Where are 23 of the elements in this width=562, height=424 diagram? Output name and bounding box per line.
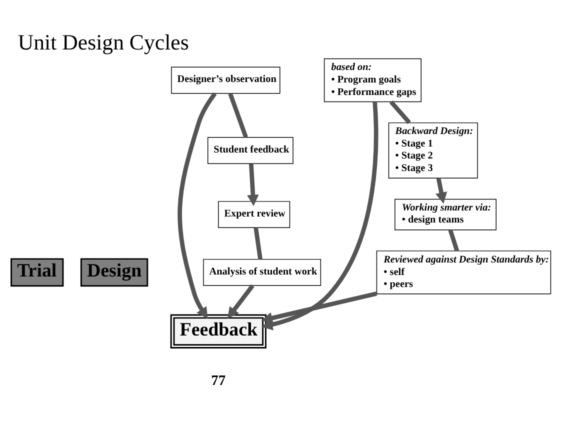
node-box: Backward Design: • Stage 1 • Stage 2 • Stage 3 [388, 122, 478, 179]
connector [228, 92, 248, 138]
node-box: Reviewed against Design Standards by: • self • peers [376, 250, 552, 294]
diagram-title: Unit Design Cycles [18, 30, 189, 54]
connector [448, 229, 460, 252]
arrow [436, 178, 448, 204]
node-box: Design [80, 258, 148, 287]
node-box: Expert review [218, 201, 290, 228]
node-box: Designer’s observation [171, 66, 280, 94]
node-box: based on: • Program goals • Performance gaps [324, 58, 422, 102]
node-box: Trial [10, 258, 64, 287]
arrow [261, 102, 378, 330]
node-box: Student feedback [207, 137, 294, 164]
arrow [228, 284, 254, 319]
connector [389, 100, 411, 124]
node-box: Working smarter via: • design teams [394, 198, 496, 230]
arrow [247, 164, 259, 206]
node-box: Analysis of student work [203, 258, 322, 286]
connector [254, 227, 262, 260]
arrow [178, 92, 217, 319]
node-box: Feedback [170, 314, 266, 348]
label: 77 [211, 372, 226, 389]
arrow [261, 291, 378, 324]
